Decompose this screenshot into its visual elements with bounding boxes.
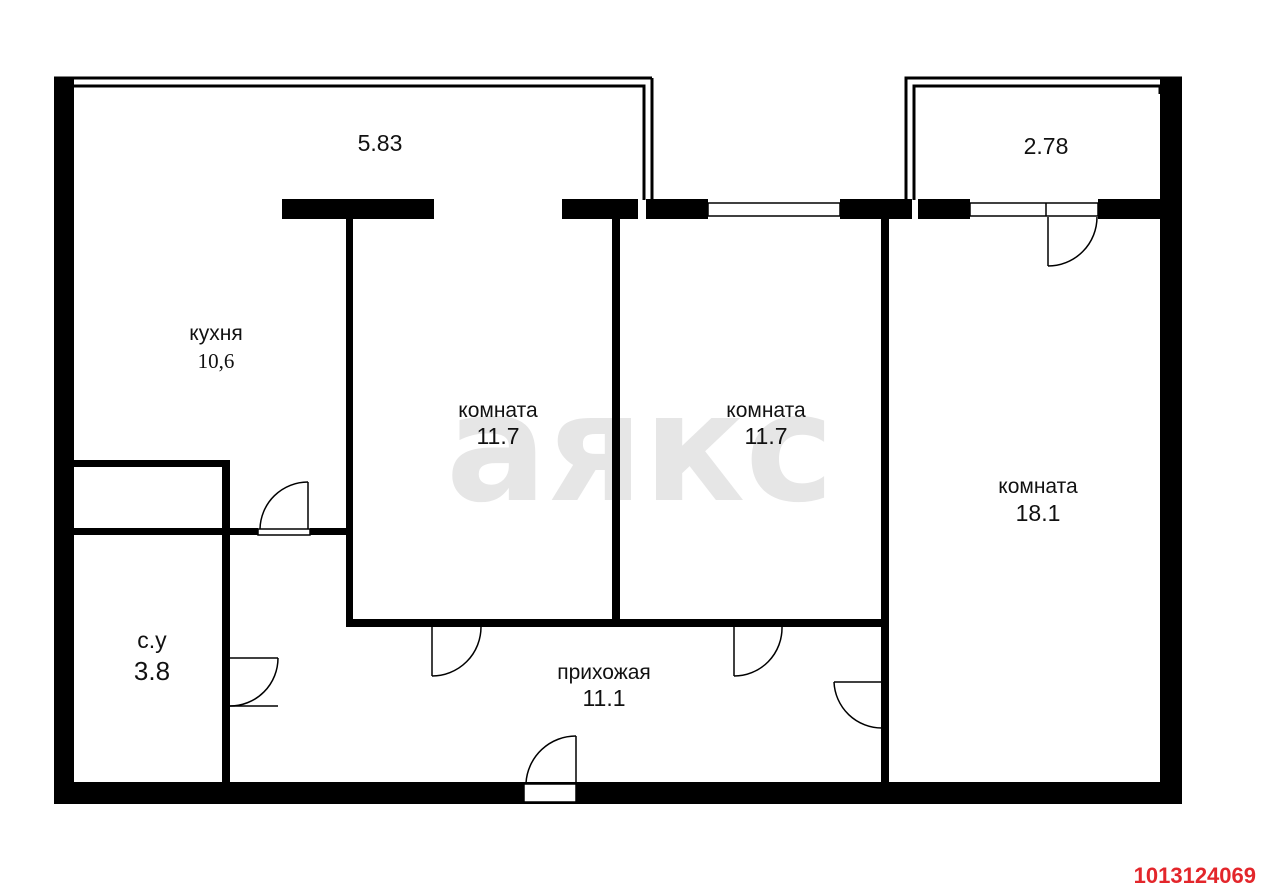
wall-kitchen-room1 — [346, 217, 353, 627]
wall-top-segment-6 — [1098, 199, 1182, 219]
room-2-name: комната — [726, 399, 806, 422]
bathroom-name: с.у — [137, 627, 167, 653]
wall-kitchen-bath — [74, 528, 258, 535]
door-room3 — [833, 679, 889, 729]
door-room2 — [731, 619, 783, 677]
door-balcony-room3 — [1047, 216, 1098, 267]
room-2-area: 11.7 — [744, 423, 787, 449]
hallway-area: 11.1 — [582, 685, 625, 711]
window-room3 — [969, 202, 1099, 217]
door-bathroom — [222, 657, 279, 709]
room-labels: 5.83 2.78 кухня 10,6 комната 11.7 комнат… — [134, 130, 1078, 711]
wall-room1-room2 — [612, 217, 620, 619]
balcony-right-inner — [912, 84, 1162, 200]
wall-room2-room3 — [881, 217, 889, 782]
door-room1 — [429, 619, 483, 677]
outer-wall-left — [54, 78, 74, 804]
door-entrance — [523, 735, 577, 803]
watermark-text: аякс — [446, 362, 834, 536]
balcony-left-outline — [74, 84, 646, 200]
wall-kitchen-hall — [310, 528, 353, 535]
wall-top-segment-2 — [562, 199, 638, 219]
window-room2 — [707, 202, 841, 217]
kitchen-name: кухня — [189, 322, 242, 345]
hallway-name: прихожая — [557, 661, 651, 684]
wall-niche-top — [74, 460, 230, 467]
wall-top-segment-1 — [282, 199, 434, 219]
room-3-area: 18.1 — [1016, 500, 1061, 526]
outer-wall-right — [1160, 78, 1182, 804]
balcony-right-outline — [904, 76, 1182, 200]
doors — [222, 216, 1098, 803]
wall-top-segment-4 — [840, 199, 912, 219]
door-kitchen — [257, 481, 311, 536]
bathroom-area: 3.8 — [134, 656, 170, 686]
windows — [707, 202, 1099, 217]
wall-bath-hall — [222, 460, 230, 782]
wall-rooms-hall — [346, 619, 889, 627]
walls — [54, 78, 1182, 804]
wall-top-segment-3 — [646, 199, 708, 219]
room-1-area: 11.7 — [476, 423, 519, 449]
outer-wall-top-right-cap — [1160, 78, 1182, 92]
wall-top-segment-5 — [918, 199, 970, 219]
room-1-name: комната — [458, 399, 538, 422]
outer-wall-top-left-cap — [54, 78, 74, 92]
room-3-name: комната — [998, 475, 1078, 498]
balcony-right-area: 2.78 — [1024, 133, 1069, 159]
outer-wall-bottom — [54, 782, 1182, 804]
listing-id: 1013124069 — [1134, 863, 1256, 888]
balcony-left-area: 5.83 — [358, 130, 403, 156]
kitchen-area: 10,6 — [198, 349, 235, 373]
balconies — [54, 76, 1182, 200]
